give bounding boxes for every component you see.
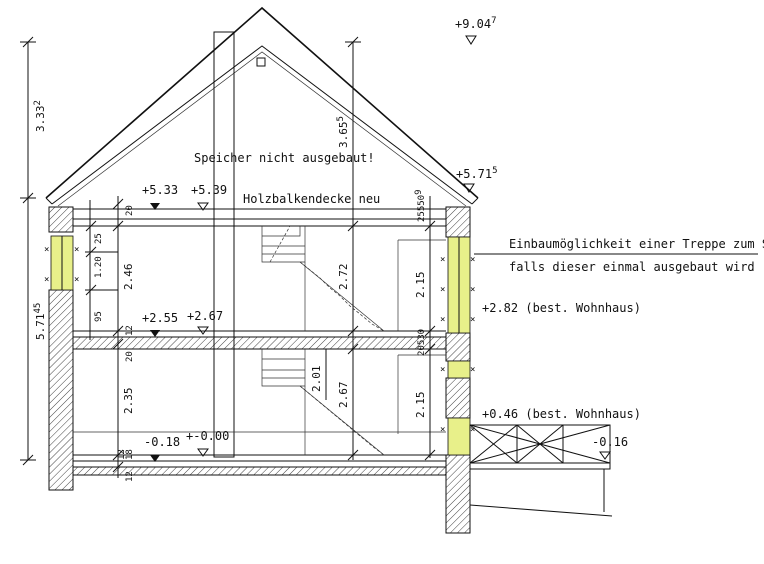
dim-lower-room: 2.35	[122, 388, 135, 415]
note-existing-lower: +0.46 (best. Wohnhaus)	[482, 407, 641, 421]
note-stair-line2: falls dieser einmal ausgebaut wird	[509, 260, 755, 274]
svg-text:×: ×	[470, 425, 475, 435]
svg-text:×: ×	[74, 275, 79, 285]
left-dimension-chain: 3.332 5.7145	[20, 36, 47, 466]
dim-lower-thin2: 18	[125, 449, 135, 460]
dim-left-roof: 3.332	[33, 100, 47, 132]
level-ground-b: +-0.00	[186, 429, 229, 443]
annex	[469, 424, 613, 517]
svg-text:×: ×	[470, 365, 475, 375]
svg-text:×: ×	[44, 245, 49, 255]
svg-text:×: ×	[440, 315, 445, 325]
left-wall	[48, 206, 74, 491]
dim-upper-room: 2.46	[122, 264, 135, 291]
svg-text:×: ×	[440, 425, 445, 435]
dim-right-mid: 20530	[417, 329, 427, 356]
roof	[45, 6, 479, 458]
svg-text:×: ×	[74, 245, 79, 255]
dim-lower-thin1: 12	[117, 449, 127, 460]
level-ridge-triangle	[465, 35, 477, 45]
dim-stair-lower-a: 2.01	[310, 366, 323, 393]
svg-text:×: ×	[440, 365, 445, 375]
dim-stair-lower-b: 2.67	[337, 382, 350, 409]
note-ceiling: Holzbalkendecke neu	[243, 192, 380, 206]
inner-left-dimensions: 25 1.20 95 20 2.46 12 20 2.35 18 12 12	[85, 196, 135, 482]
note-stair-line1: Einbaumöglichkeit einer Treppe zum Speic…	[509, 237, 764, 251]
center-dimensions: 3.655 2.72 2.67 2.01	[310, 36, 361, 461]
svg-text:×: ×	[470, 315, 475, 325]
level-upper-b: +2.67	[187, 309, 223, 323]
level-right-low: -0.16	[592, 435, 628, 449]
level-attic-a-triangle	[150, 203, 160, 210]
dim-bottom-slab: 12	[125, 471, 135, 482]
stairs	[261, 225, 385, 456]
interior-lines	[73, 239, 446, 434]
svg-text:×: ×	[440, 255, 445, 265]
dim-mid-slab: 20	[125, 351, 135, 362]
dim-left-total: 5.7145	[33, 303, 47, 340]
dim-stair-upper: 2.72	[337, 264, 350, 291]
dim-roof-inner: 3.655	[336, 116, 350, 148]
svg-text:×: ×	[470, 255, 475, 265]
level-attic-b: +5.39	[191, 183, 227, 197]
svg-text:×: ×	[470, 285, 475, 295]
note-attic: Speicher nicht ausgebaut!	[194, 151, 375, 165]
right-window-lower	[447, 417, 471, 456]
level-markers: +9.047 +5.715 +5.33 +5.39 +2.55 +2.67 -0…	[142, 16, 628, 462]
dim-window-top: 25	[94, 233, 104, 244]
slabs	[72, 208, 447, 476]
level-attic-a: +5.33	[142, 183, 178, 197]
dim-right-upper: 2.15	[414, 272, 427, 299]
window-marks: × × × × × × × × × × × × × ×	[44, 245, 475, 435]
right-wall	[445, 206, 471, 534]
right-dimensions: 255509 2.15 20530 2.15	[414, 189, 436, 461]
dim-window-height: 1.20	[94, 256, 104, 278]
level-eave-right: +5.715	[456, 166, 498, 181]
dim-upper-slab-thin: 12	[125, 325, 135, 336]
level-ridge: +9.047	[455, 16, 497, 31]
dim-right-top: 255509	[414, 189, 427, 222]
note-existing-upper: +2.82 (best. Wohnhaus)	[482, 301, 641, 315]
notes: Speicher nicht ausgebaut! Holzbalkendeck…	[194, 151, 764, 421]
svg-text:×: ×	[44, 275, 49, 285]
level-upper-a: +2.55	[142, 311, 178, 325]
right-window-mid	[447, 360, 471, 379]
level-ground-a: -0.18	[144, 435, 180, 449]
dim-sill-upper: 95	[94, 311, 104, 322]
dim-right-lower: 2.15	[414, 392, 427, 419]
svg-text:×: ×	[440, 285, 445, 295]
dim-top-slab: 20	[125, 205, 135, 216]
